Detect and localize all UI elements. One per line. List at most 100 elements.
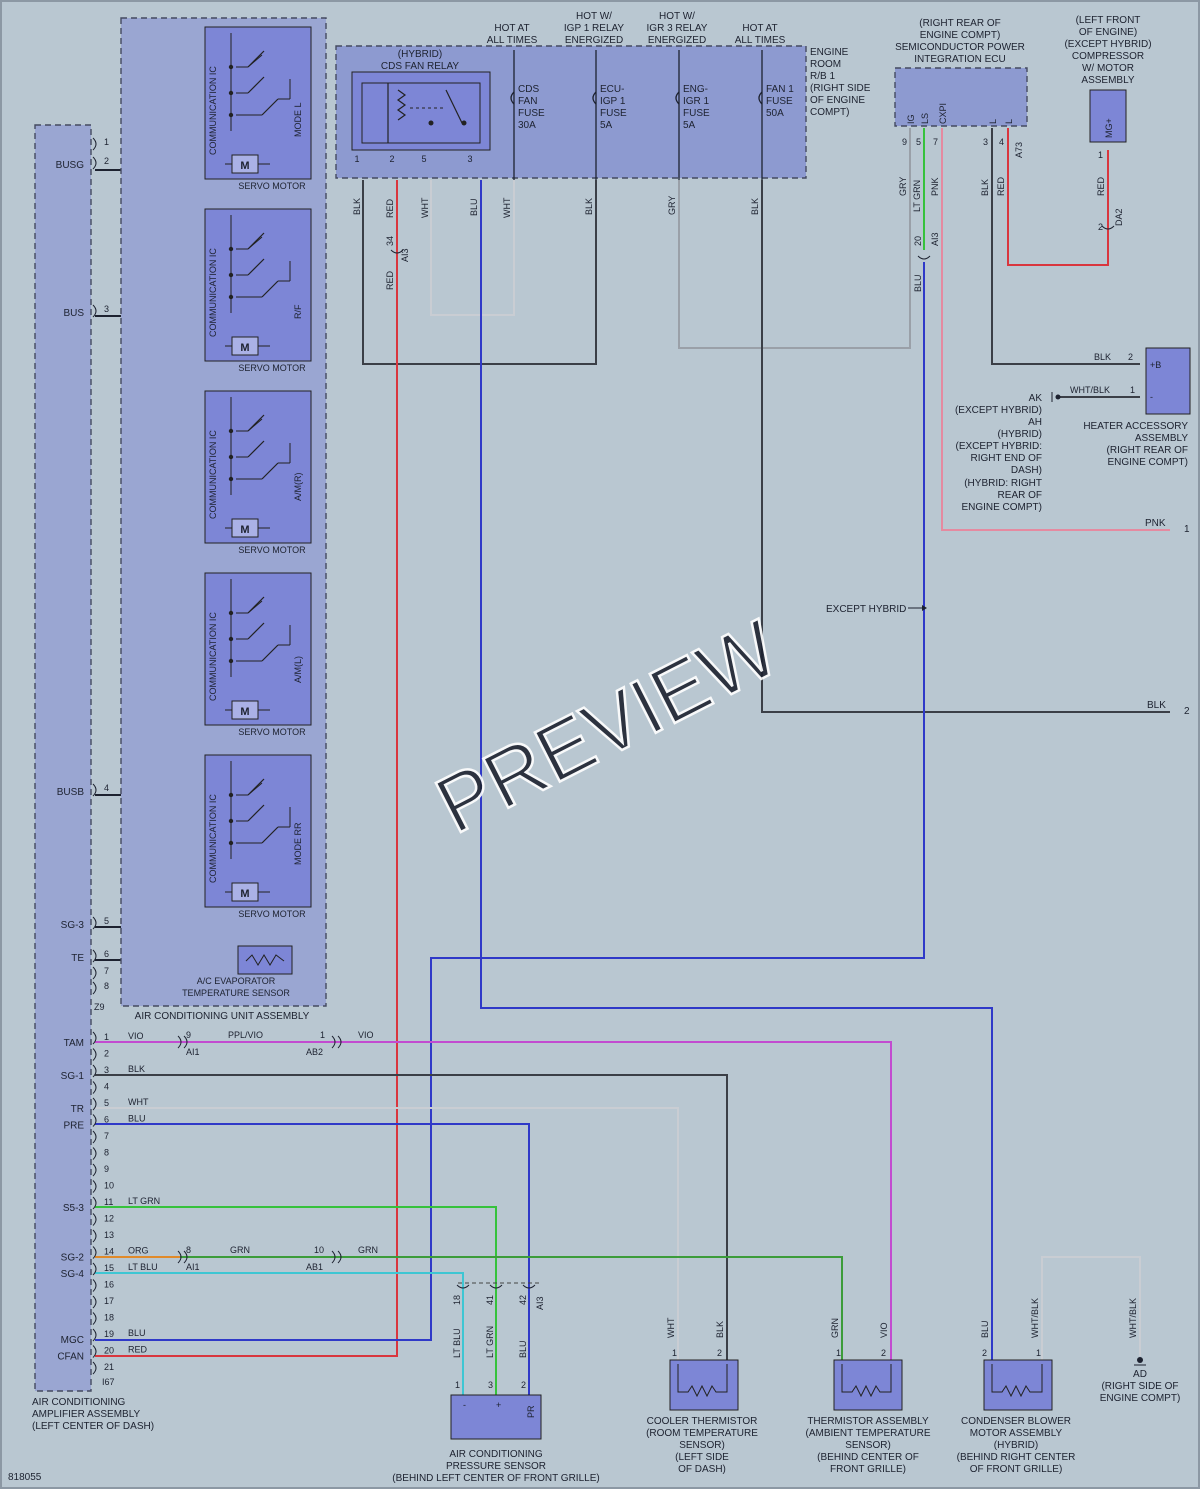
svg-text:TEMPERATURE SENSOR: TEMPERATURE SENSOR — [182, 988, 290, 998]
cooler-thermistor: WHT BLK 1 2 COOLER THERMISTOR (ROOM TEMP… — [646, 1317, 758, 1475]
svg-text:ENGINE COMPT): ENGINE COMPT) — [961, 502, 1042, 513]
wire-ltgrn-s53 — [95, 1206, 497, 1395]
svg-text:AD: AD — [1133, 1369, 1147, 1380]
svg-text:BLU: BLU — [518, 1340, 528, 1358]
svg-text:CONDENSER BLOWER: CONDENSER BLOWER — [961, 1416, 1071, 1427]
svg-text:2: 2 — [1128, 352, 1133, 362]
svg-text:IGR 1: IGR 1 — [683, 96, 710, 107]
svg-text:AB1: AB1 — [306, 1262, 323, 1272]
amp-wire-color: RED — [128, 1345, 148, 1355]
pin-bracket — [92, 1279, 97, 1292]
pin-bracket — [92, 1246, 97, 1259]
svg-text:SENSOR): SENSOR) — [845, 1440, 891, 1451]
amp-pin-number: 6 — [104, 949, 109, 959]
pin-bracket — [92, 1345, 97, 1358]
servo-label: SERVO MOTOR — [238, 727, 306, 737]
ground-icon — [1055, 394, 1061, 400]
except-hybrid-note: EXCEPT HYBRID — [826, 604, 906, 615]
svg-text:BLU: BLU — [980, 1320, 990, 1338]
pin-bracket — [92, 137, 97, 151]
amp-wire-color: BLK — [128, 1064, 145, 1074]
wire-blu-blower — [480, 180, 993, 1360]
servo-name: A/M(R) — [293, 473, 303, 502]
amp-wire-color: ORG — [128, 1246, 149, 1256]
svg-text:42: 42 — [518, 1295, 528, 1305]
svg-text:VIO: VIO — [358, 1030, 374, 1040]
switch-arm — [247, 258, 265, 276]
svg-text:2: 2 — [521, 1380, 526, 1390]
engine-room-relay-block: (HYBRID) CDS FAN RELAY 1 2 5 3 CDS FAN F… — [335, 45, 871, 218]
svg-text:(ROOM TEMPERATURE: (ROOM TEMPERATURE — [646, 1428, 758, 1439]
amp-pin-number: 5 — [104, 916, 109, 926]
heater-accessory-assembly: +B - 2 1 BLK WHT/BLK HEATER ACCESSORY AS… — [1051, 347, 1191, 468]
svg-text:OF ENGINE): OF ENGINE) — [1079, 27, 1137, 38]
spi-ecu-box — [894, 67, 1028, 127]
svg-text:(HYBRID): (HYBRID) — [998, 429, 1042, 440]
amp-pin-name: PRE — [63, 1121, 84, 1132]
relay-switch — [445, 89, 463, 124]
relay-block-title: R/B 1 — [810, 71, 835, 82]
svg-text:(BEHIND RIGHT CENTER: (BEHIND RIGHT CENTER — [957, 1452, 1076, 1463]
svg-text:AIR CONDITIONING: AIR CONDITIONING — [32, 1397, 126, 1408]
amp-pin-number: 8 — [104, 1148, 109, 1158]
svg-text:HEATER ACCESSORY: HEATER ACCESSORY — [1083, 421, 1188, 432]
motor-glyph: M — [240, 160, 249, 172]
amp-pin-number: 8 — [104, 981, 109, 991]
ic-label: COMMUNICATION IC — [208, 248, 218, 337]
svg-text:WHT: WHT — [420, 197, 430, 218]
svg-text:30A: 30A — [518, 120, 536, 131]
svg-text:BLK: BLK — [715, 1321, 725, 1338]
ic-label: COMMUNICATION IC — [208, 612, 218, 701]
svg-text:BLU: BLU — [469, 198, 479, 216]
hot-label: HOT W/ — [576, 11, 612, 22]
svg-text:(LEFT CENTER OF DASH): (LEFT CENTER OF DASH) — [32, 1421, 154, 1432]
wire-grn-sg2 — [180, 1256, 843, 1360]
switch-arm — [247, 596, 265, 614]
relay-block-title: (RIGHT SIDE — [810, 83, 871, 94]
servo-label: SERVO MOTOR — [238, 181, 306, 191]
svg-text:GRN: GRN — [230, 1245, 250, 1255]
relay-contact — [428, 120, 434, 126]
svg-text:INTEGRATION ECU: INTEGRATION ECU — [914, 54, 1005, 65]
svg-text:RED: RED — [385, 198, 395, 218]
svg-text:AB2: AB2 — [306, 1047, 323, 1057]
svg-text:FRONT GRILLE): FRONT GRILLE) — [830, 1464, 906, 1475]
heater-box — [1145, 347, 1191, 415]
amp-pin-number: 15 — [104, 1263, 114, 1273]
svg-text:9: 9 — [902, 137, 907, 147]
servo-box — [204, 572, 312, 726]
svg-text:18: 18 — [452, 1295, 462, 1305]
wire-vio-tam — [95, 1041, 892, 1360]
svg-text:RED: RED — [996, 176, 1006, 196]
svg-text:5A: 5A — [683, 120, 696, 131]
amp-wire-color: VIO — [128, 1031, 144, 1041]
wire-wht-relay — [430, 180, 515, 316]
pin-bracket — [92, 966, 97, 980]
connector-ai3-lower: 18 41 42 AI3 LT BLU LT GRN BLU — [452, 1282, 545, 1358]
hot-label: IGP 1 RELAY — [564, 23, 625, 34]
hot-label: HOT AT — [742, 23, 777, 34]
svg-text:LS: LS — [920, 113, 930, 124]
relay-pin-number: 3 — [467, 154, 472, 164]
amp-pin-number: 7 — [104, 1131, 109, 1141]
svg-text:(RIGHT REAR OF: (RIGHT REAR OF — [919, 18, 1000, 29]
amp-pin-name: SG-4 — [61, 1269, 85, 1280]
svg-text:GRN: GRN — [830, 1318, 840, 1338]
svg-text:BLK: BLK — [1147, 700, 1166, 711]
svg-text:(LEFT SIDE: (LEFT SIDE — [675, 1452, 729, 1463]
svg-text:20: 20 — [913, 236, 923, 246]
svg-text:50A: 50A — [766, 108, 784, 119]
amp-pin-number: 17 — [104, 1296, 114, 1306]
compressor-box — [1089, 89, 1127, 143]
wire-blk-sg1 — [95, 1074, 728, 1360]
svg-text:OF FRONT GRILLE): OF FRONT GRILLE) — [970, 1464, 1063, 1475]
amp-pin-name: S5-3 — [63, 1203, 85, 1214]
svg-text:LT GRN: LT GRN — [485, 1326, 495, 1358]
fuse-fan1: FAN 1 FUSE 50A — [758, 50, 794, 180]
amp-pin-number: 21 — [104, 1362, 114, 1372]
relay-block-title: ROOM — [810, 59, 841, 70]
hot-label: IGR 3 RELAY — [647, 23, 708, 34]
svg-text:(HYBRID): (HYBRID) — [994, 1440, 1038, 1451]
pin-bracket — [92, 916, 97, 930]
